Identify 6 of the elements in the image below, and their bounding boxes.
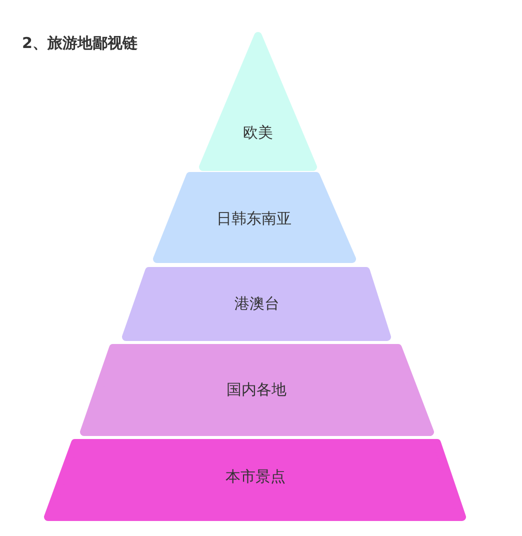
tier-label: 本市景点 xyxy=(226,468,286,486)
tier-label: 欧美 xyxy=(243,124,273,142)
diagram-title: 2、旅游地鄙视链 xyxy=(22,34,138,53)
tier-label: 国内各地 xyxy=(226,380,286,400)
tier-label: 日韩东南亚 xyxy=(216,210,292,228)
tier-label: 港澳台 xyxy=(234,294,280,314)
